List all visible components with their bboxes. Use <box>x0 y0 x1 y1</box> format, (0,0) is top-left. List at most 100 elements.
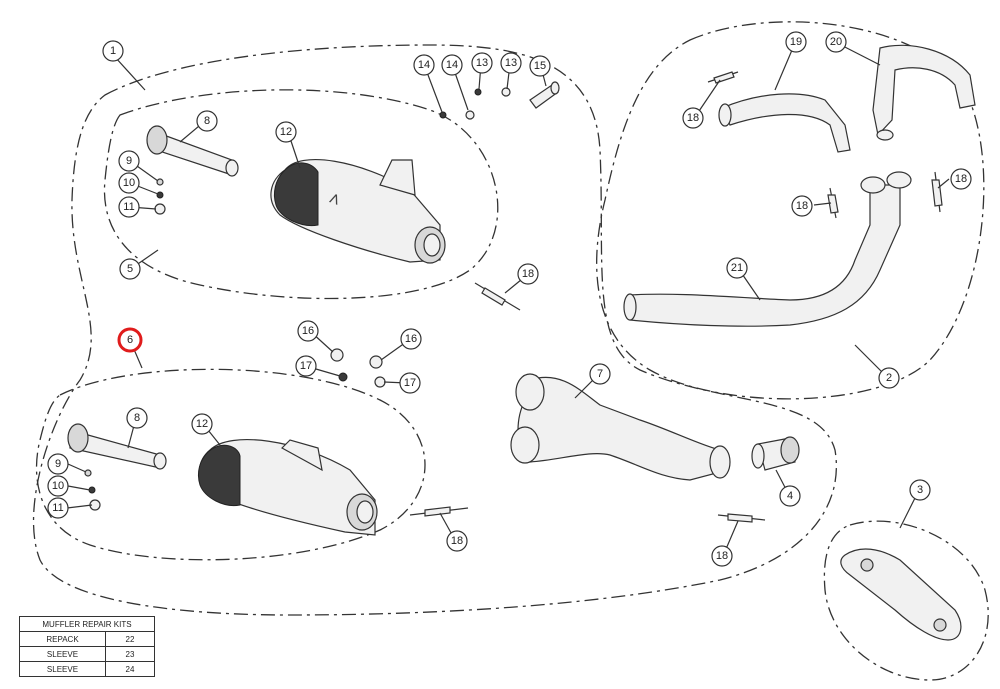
svg-text:7: 7 <box>597 368 603 380</box>
bolt-11-top <box>154 203 166 215</box>
svg-text:1: 1 <box>110 45 116 57</box>
callout-18-bottom-left: 18 <box>446 530 468 552</box>
collector-21 <box>623 171 912 327</box>
callout-13a: 13 <box>471 52 493 74</box>
callout-16a: 16 <box>297 320 319 342</box>
callout-3: 3 <box>909 479 931 501</box>
svg-text:9: 9 <box>126 155 132 167</box>
svg-text:18: 18 <box>716 550 728 562</box>
header-pipe-19 <box>718 93 851 153</box>
callout-11-bottom: 11 <box>47 497 69 519</box>
nut-17a <box>338 372 348 382</box>
muffler-top: ⋀ <box>270 159 446 264</box>
sleeve-4 <box>751 436 800 471</box>
callout-8-top: 8 <box>196 110 218 132</box>
svg-text:18: 18 <box>796 200 808 212</box>
callout-21: 21 <box>726 257 748 279</box>
kits-row: SLEEVE 23 <box>19 646 155 662</box>
callout-20: 20 <box>825 31 847 53</box>
kit-number: 23 <box>105 646 155 662</box>
callout-18-header-top: 18 <box>682 107 704 129</box>
svg-text:6: 6 <box>127 334 133 346</box>
callout-10-top: 10 <box>118 172 140 194</box>
leader-lines <box>66 42 950 557</box>
callout-5: 5 <box>119 258 141 280</box>
callout-17a: 17 <box>295 355 317 377</box>
svg-text:18: 18 <box>955 173 967 185</box>
spring-mid <box>474 282 521 311</box>
callout-17b: 17 <box>399 372 421 394</box>
svg-text:14: 14 <box>418 59 430 71</box>
spring-bottom-left <box>409 506 469 517</box>
washer-14a <box>439 111 447 119</box>
callout-1: 1 <box>102 40 124 62</box>
washer-9-top <box>156 178 164 186</box>
end-cap-top <box>146 125 239 177</box>
svg-text:8: 8 <box>204 115 210 127</box>
svg-text:19: 19 <box>790 36 802 48</box>
kit-name: SLEEVE <box>19 646 106 662</box>
group-outline-3 <box>823 520 989 681</box>
svg-text:15: 15 <box>534 60 546 72</box>
callout-18-middle: 18 <box>517 263 539 285</box>
spring-bottom-right <box>717 513 766 523</box>
callout-18-header-left: 18 <box>791 195 813 217</box>
svg-text:13: 13 <box>476 57 488 69</box>
callout-9-bottom: 9 <box>47 453 69 475</box>
svg-text:12: 12 <box>280 126 292 138</box>
kits-row: REPACK 22 <box>19 631 155 647</box>
callout-13b: 13 <box>500 52 522 74</box>
callout-14a: 14 <box>413 54 435 76</box>
y-pipe <box>510 373 731 481</box>
kit-number: 24 <box>105 661 155 677</box>
svg-text:17: 17 <box>404 377 416 389</box>
svg-text:18: 18 <box>522 268 534 280</box>
svg-text:11: 11 <box>123 201 134 213</box>
header-pipe-20 <box>872 44 976 141</box>
kit-name: SLEEVE <box>19 661 106 677</box>
heat-shield <box>840 548 962 641</box>
svg-text:16: 16 <box>302 325 314 337</box>
muffler-repair-kits-table: MUFFLER REPAIR KITS REPACK 22 SLEEVE 23 … <box>19 616 155 677</box>
svg-text:18: 18 <box>451 535 463 547</box>
callout-14b: 14 <box>441 54 463 76</box>
nut-17b <box>374 376 386 388</box>
callout-15: 15 <box>529 55 551 77</box>
svg-text:10: 10 <box>123 177 135 189</box>
kit-name: REPACK <box>19 631 106 647</box>
kits-title-row: MUFFLER REPAIR KITS <box>19 616 155 632</box>
kits-title: MUFFLER REPAIR KITS <box>19 616 155 632</box>
washer-14b <box>465 110 475 120</box>
washer-16a <box>330 348 344 362</box>
svg-text:2: 2 <box>886 372 892 384</box>
svg-text:4: 4 <box>787 490 793 502</box>
kits-row: SLEEVE 24 <box>19 661 155 677</box>
callout-16b: 16 <box>400 328 422 350</box>
svg-text:16: 16 <box>405 333 417 345</box>
callout-18-bottom-right: 18 <box>711 545 733 567</box>
svg-text:13: 13 <box>505 57 517 69</box>
callout-12-bottom: 12 <box>191 413 213 435</box>
callout-9-top: 9 <box>118 150 140 172</box>
nut-10-top <box>156 191 164 199</box>
group-outline-5 <box>103 89 499 300</box>
svg-text:8: 8 <box>134 412 140 424</box>
callout-2: 2 <box>878 367 900 389</box>
washer-16b <box>369 355 383 369</box>
callout-12-top: 12 <box>275 121 297 143</box>
end-cap-bottom <box>67 423 167 470</box>
svg-text:17: 17 <box>300 360 312 372</box>
svg-text:12: 12 <box>196 418 208 430</box>
svg-text:18: 18 <box>687 112 699 124</box>
svg-text:5: 5 <box>127 263 133 275</box>
callout-19: 19 <box>785 31 807 53</box>
muffler-bottom <box>197 439 378 536</box>
callout-6-highlighted: 6 <box>117 327 143 353</box>
nut-13b <box>501 87 511 97</box>
callout-11-top: 11 <box>118 196 140 218</box>
svg-text:14: 14 <box>446 59 458 71</box>
svg-text:9: 9 <box>55 458 61 470</box>
kit-number: 22 <box>105 631 155 647</box>
callout-18-header-right: 18 <box>950 168 972 190</box>
